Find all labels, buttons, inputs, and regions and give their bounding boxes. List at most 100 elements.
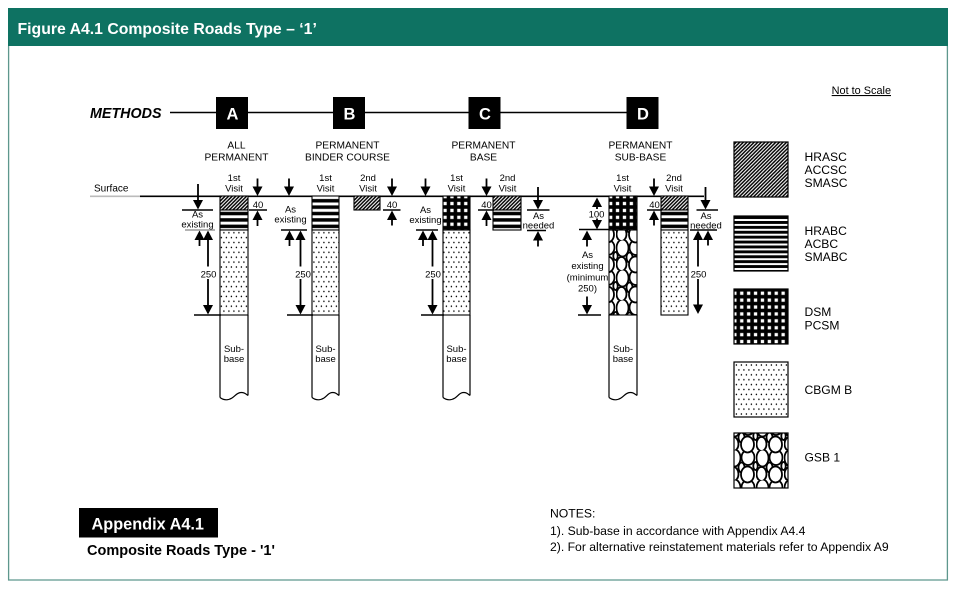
d-subbase-dsm-layer [608, 195, 638, 231]
c-as-needed-line1: As [533, 211, 544, 222]
legend-label-dsm: DSM [805, 305, 832, 319]
visit-b1-line1: 1st [319, 173, 332, 184]
method-captions: ALL PERMANENT PERMANENT BINDER COURSE PE… [205, 141, 673, 164]
method-box-b: B [333, 97, 365, 129]
c-second-visit-binder-layer [492, 209, 522, 231]
d-gsb-layer [608, 229, 638, 316]
visit-b2-line1: 2nd [360, 173, 376, 184]
visit-d1-line2: Visit [614, 184, 632, 195]
b-40-dimension [383, 178, 401, 226]
b-as-existing-line1: As [285, 205, 296, 216]
visit-d2-line1: 2nd [666, 173, 682, 184]
legend-swatch-diagonal-hatch [733, 141, 789, 198]
method-letter-c: C [479, 106, 491, 124]
legend-swatch-horizontal-stripes [733, 215, 789, 272]
title-bar: Figure A4.1 Composite Roads Type – ‘1’ [8, 8, 948, 46]
a-binder-course-layer [219, 209, 249, 231]
c-40-dimension [478, 178, 494, 226]
footer: Appendix A4.1 Composite Roads Type - '1' [79, 508, 275, 559]
visit-d2-line2: Visit [665, 184, 683, 195]
visit-d1-line1: 1st [616, 173, 629, 184]
legend-label-cbgm-b: CBGM B [805, 383, 853, 397]
visit-c2-line2: Visit [499, 184, 517, 195]
d-40-label: 40 [649, 200, 660, 211]
surface-line-group: Surface [90, 184, 704, 198]
b-40-label: 40 [387, 200, 398, 211]
column-d: Sub- base 100 As existing (minimum 250) [567, 178, 722, 401]
visit-c1-line1: 1st [450, 173, 463, 184]
figure-title: Figure A4.1 Composite Roads Type – ‘1’ [18, 21, 317, 38]
appendix-label-box [79, 508, 218, 538]
method-letter-b: B [344, 106, 356, 124]
legend-label-hrasc: HRASC [805, 150, 848, 164]
b-subbase-column [311, 315, 340, 401]
visit-c2-line1: 2nd [500, 173, 516, 184]
d-subbase-column [608, 315, 638, 401]
b-subbase-label-line1: Sub- [315, 344, 335, 355]
b-250-dimension [287, 230, 313, 316]
b-250-label: 250 [295, 270, 311, 281]
d-second-visit-surface-layer [660, 195, 689, 211]
c-as-existing-dimension [416, 178, 438, 246]
d-100-dimension [579, 197, 609, 231]
legend-label-hrabc: HRABC [805, 224, 848, 238]
c-40-label: 40 [481, 200, 492, 211]
legend-item-hrasc: HRASC ACCSC SMASC [733, 141, 848, 198]
a-250-label: 250 [201, 270, 217, 281]
b-base-layer [311, 229, 340, 316]
d-40-dimension [647, 178, 662, 226]
a-250-dimension [194, 230, 221, 316]
a-subbase-label-line2: base [224, 354, 245, 365]
c-second-visit-surface-layer [492, 195, 522, 211]
visit-c1-line2: Visit [448, 184, 466, 195]
note-1: 1). Sub-base in accordance with Appendix… [550, 524, 806, 538]
column-a: Sub- base As existing 40 250 [181, 178, 267, 401]
d-as-needed-dimension [690, 187, 718, 246]
d-subbase-label-line1: Sub- [613, 344, 633, 355]
d-second-visit-binder-layer [660, 209, 689, 231]
d-as-needed-line2: needed [690, 221, 722, 232]
d-as-existing-line4: 250) [578, 284, 597, 295]
caption-d-line1: PERMANENT [609, 141, 673, 152]
legend-item-gsb: GSB 1 [733, 432, 840, 489]
d-250-label: 250 [691, 270, 707, 281]
c-250-label: 250 [425, 270, 441, 281]
method-letter-a: A [227, 106, 239, 124]
method-box-c: C [468, 97, 501, 129]
note-2: 2). For alternative reinstatement materi… [550, 540, 889, 554]
visit-a1-line2: Visit [225, 184, 243, 195]
d-100-label: 100 [589, 210, 605, 221]
caption-c-line2: BASE [470, 153, 497, 164]
a-subbase-label-line1: Sub- [224, 344, 244, 355]
legend-label-smabc: SMABC [805, 250, 848, 264]
c-as-needed-line2: needed [523, 221, 555, 232]
notes: NOTES: 1). Sub-base in accordance with A… [550, 507, 889, 555]
a-surface-course-layer [219, 195, 249, 211]
methods-label: METHODS [90, 106, 162, 122]
c-as-needed-dimension [527, 187, 550, 247]
caption-b-line1: PERMANENT [316, 141, 380, 152]
visit-b2-line2: Visit [359, 184, 377, 195]
method-letter-d: D [637, 106, 649, 124]
method-box-d: D [626, 97, 659, 129]
a-as-existing-dimension [182, 184, 215, 246]
b-binder-course-layer [311, 195, 340, 231]
legend-label-smasc: SMASC [805, 176, 848, 190]
a-as-existing-line2: existing [181, 220, 213, 231]
c-250-dimension [421, 230, 444, 316]
d-as-existing-min-dimension [578, 230, 601, 316]
caption-a-line1: ALL [227, 141, 245, 152]
not-to-scale-note: Not to Scale [832, 85, 891, 97]
legend-label-acbc: ACBC [805, 237, 839, 251]
d-as-needed-line1: As [700, 211, 711, 222]
legend-swatch-dotted [733, 361, 789, 418]
title-bar-background [8, 8, 948, 46]
legend-label-pcsm: PCSM [805, 319, 840, 333]
method-box-a: A [216, 97, 248, 129]
b-as-existing-dimension [281, 178, 307, 246]
visit-a1-line1: 1st [228, 173, 241, 184]
appendix-label: Appendix A4.1 [92, 516, 204, 534]
caption-c-line1: PERMANENT [452, 141, 516, 152]
c-subbase-label-line2: base [446, 354, 467, 365]
c-as-existing-line1: As [420, 205, 431, 216]
